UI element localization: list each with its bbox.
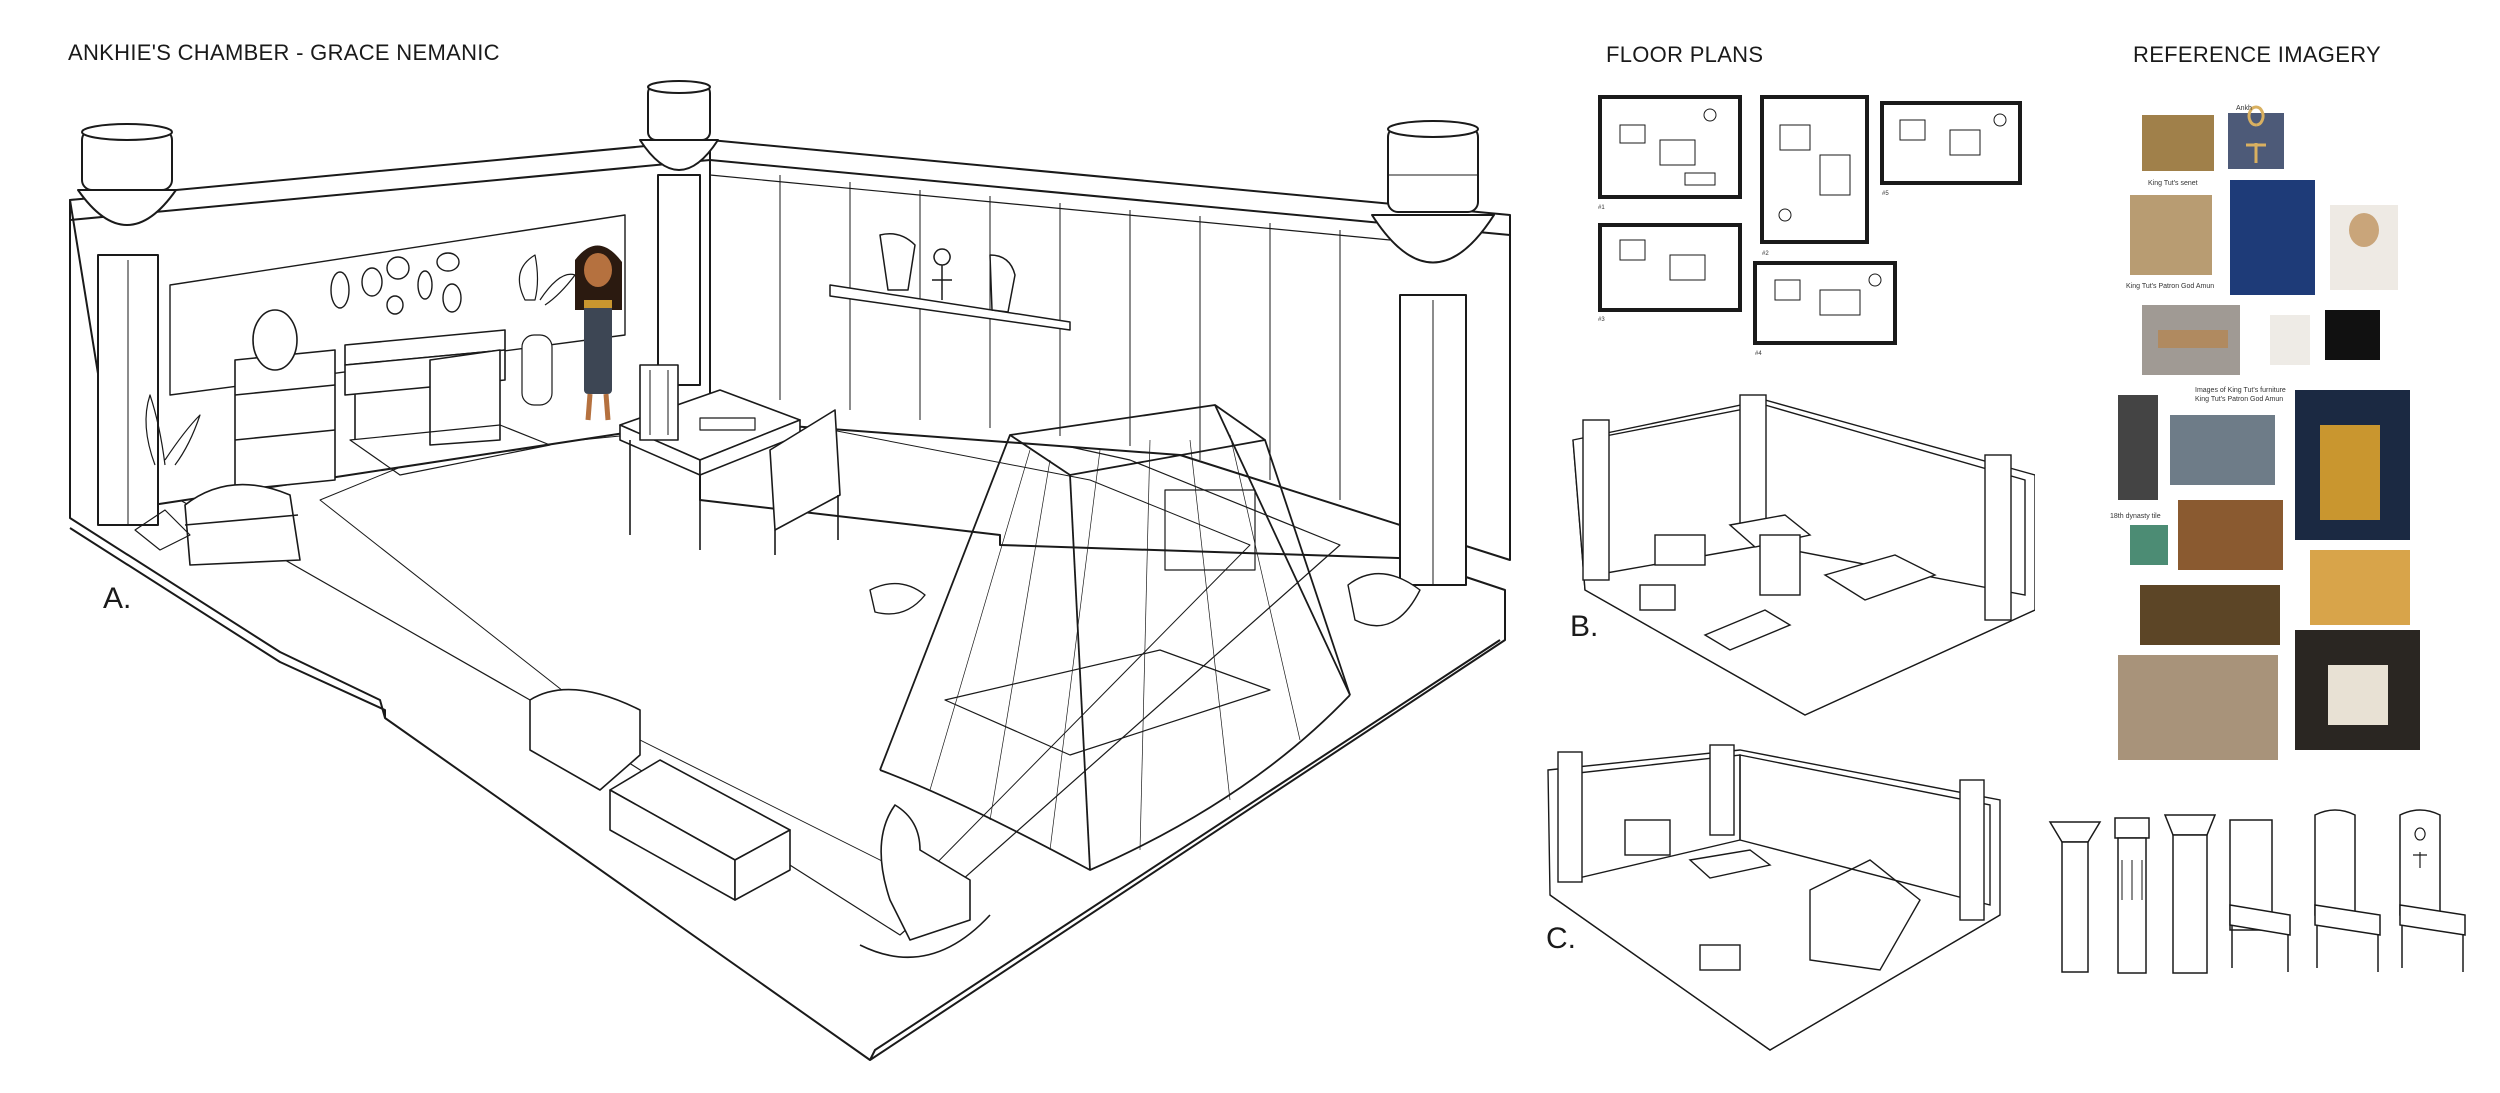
- caption-senet: King Tut's senet: [2148, 180, 2198, 187]
- plan-label-5: #5: [1882, 191, 1889, 197]
- ref-mirror-image: [2270, 315, 2310, 365]
- reference-imagery-title: REFERENCE IMAGERY: [2133, 42, 2381, 67]
- ref-temple-interior-image: [2118, 655, 2278, 760]
- floor-plans-grid: #1 #2 #3 #4 #5: [1598, 95, 2022, 355]
- desk-rug: [349, 424, 551, 476]
- floor-plan-4: [1598, 223, 1742, 312]
- caption-amun: King Tut's Patron God Amun: [2126, 283, 2215, 290]
- main-room-view-a: [69, 80, 1511, 1061]
- study-column-3: [2163, 814, 2217, 974]
- study-chair-2: [2314, 809, 2381, 972]
- wall-shelf: [829, 233, 1071, 331]
- plan-label-3: #3: [1598, 317, 1605, 323]
- storage-chest: [184, 483, 301, 566]
- plan-label-4: #4: [1755, 351, 1762, 355]
- ref-senet-image: [2142, 115, 2214, 171]
- potted-plant-back: [518, 254, 576, 406]
- chair-back: [639, 364, 679, 441]
- study-column-1: [2048, 821, 2102, 973]
- bench-front: [609, 759, 791, 901]
- floor-plan-2: [1760, 95, 1869, 244]
- cabinet: [234, 309, 336, 491]
- study-column-2: [2114, 817, 2150, 974]
- stool: [529, 688, 641, 791]
- wall-decor: [330, 252, 462, 315]
- caption-furniture-1: Images of King Tut's furniture: [2195, 387, 2286, 394]
- canopy-bed: [879, 404, 1351, 871]
- chair-table: [769, 409, 841, 555]
- page-title: ANKHIE'S CHAMBER - GRACE NEMANIC: [68, 40, 500, 65]
- ref-bed-image: [2178, 500, 2283, 570]
- room-view-c: [1547, 744, 2001, 1051]
- floor-plans-title: FLOOR PLANS: [1606, 42, 1764, 67]
- caption-furniture-2: King Tut's Patron God Amun: [2195, 396, 2284, 403]
- column-chair-studies: [2048, 809, 2466, 974]
- floor-plan-5: [1753, 261, 1897, 345]
- caption-ankh: Ankh: [2236, 105, 2252, 112]
- floor-pillows: [869, 573, 1421, 627]
- view-b-label: B.: [1570, 610, 1599, 643]
- floor-plan-1: [1598, 95, 1742, 199]
- ref-chest-image: [2310, 550, 2410, 625]
- room-view-b: [1572, 394, 2035, 716]
- ref-blue-artifact-image: [2230, 180, 2315, 295]
- plan-label-2: #2: [1762, 251, 1769, 257]
- reference-imagery-collage: [2118, 105, 2420, 760]
- ref-furniture-display-image: [2170, 415, 2275, 485]
- study-chair-3: [2399, 809, 2466, 972]
- desk: [344, 329, 506, 446]
- caption-tile: 18th dynasty tile: [2110, 513, 2161, 520]
- study-chair-1: [2229, 819, 2291, 972]
- ref-dark-column-image: [2118, 395, 2158, 500]
- column-middle: [639, 80, 719, 386]
- ankh-icon: [2246, 105, 2266, 163]
- rocking-horse: [859, 804, 991, 958]
- potted-plant-left: [134, 394, 201, 551]
- ref-tile-image: [2130, 525, 2168, 565]
- plan-label-1: #1: [1598, 205, 1605, 211]
- column-left: [77, 123, 177, 526]
- character-ankhie: [575, 245, 622, 421]
- ref-amun-statue-image: [2130, 195, 2212, 275]
- ref-gold-frieze-image: [2140, 585, 2280, 645]
- column-right: [1371, 120, 1495, 586]
- ref-headrest-image: [2325, 310, 2380, 360]
- floor-plan-3: [1880, 101, 2022, 185]
- view-a-label: A.: [103, 582, 132, 615]
- view-c-label: C.: [1546, 922, 1576, 955]
